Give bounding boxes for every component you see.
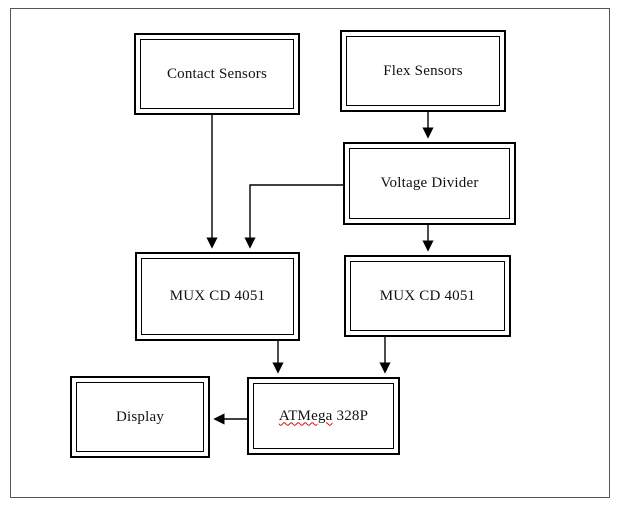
node-atmega-label-suffix: 328P	[336, 407, 369, 424]
node-voltage-divider-inner: Voltage Divider	[349, 148, 510, 219]
node-mux-right-label: MUX CD 4051	[379, 287, 476, 304]
node-atmega-label-main: ATMega	[278, 407, 333, 424]
node-mux-right-inner: MUX CD 4051	[350, 261, 505, 331]
node-display-inner: Display	[76, 382, 204, 452]
node-display: Display	[70, 376, 210, 458]
node-flex-sensors-label: Flex Sensors	[383, 62, 463, 79]
node-mux-right: MUX CD 4051	[344, 255, 511, 337]
node-flex-sensors: Flex Sensors	[340, 30, 506, 112]
node-contact-sensors-label: Contact Sensors	[166, 65, 268, 82]
node-mux-left: MUX CD 4051	[135, 252, 300, 341]
node-flex-sensors-inner: Flex Sensors	[346, 36, 500, 106]
node-contact-sensors-inner: Contact Sensors	[140, 39, 294, 109]
node-voltage-divider: Voltage Divider	[343, 142, 516, 225]
node-mux-left-label: MUX CD 4051	[169, 288, 266, 304]
node-display-label: Display	[115, 408, 165, 425]
node-contact-sensors: Contact Sensors	[134, 33, 300, 115]
diagram-outer-frame	[10, 8, 610, 498]
node-mux-left-inner: MUX CD 4051	[141, 258, 294, 335]
node-voltage-divider-label: Voltage Divider	[380, 175, 479, 191]
